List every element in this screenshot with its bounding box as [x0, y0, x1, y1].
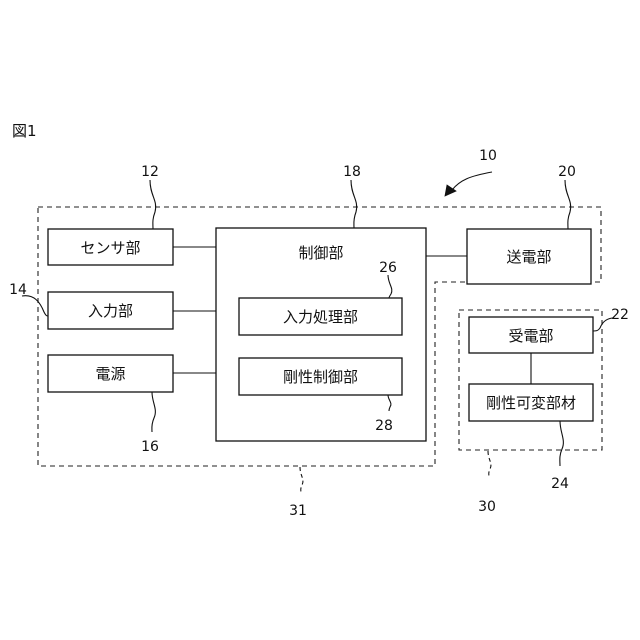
control-label: 制御部 — [298, 244, 343, 262]
figure-label: 図1 — [12, 122, 37, 140]
ref-transmitter: 20 — [558, 164, 576, 180]
input-label: 入力部 — [88, 302, 133, 320]
variable-stiffness-member-label: 剛性可変部材 — [486, 394, 576, 412]
ref-device: 10 — [479, 148, 497, 164]
ref-input: 14 — [9, 282, 27, 298]
ref-power: 16 — [141, 439, 159, 455]
stiffness-control-label: 剛性制御部 — [283, 368, 358, 386]
ref-receiver: 22 — [611, 307, 629, 323]
input-processing-label: 入力処理部 — [283, 308, 358, 326]
ref-sensor: 12 — [141, 164, 159, 180]
ref-stiffness-control: 28 — [375, 418, 393, 434]
receiver-label: 受電部 — [508, 327, 553, 345]
transmitter-label: 送電部 — [506, 248, 551, 266]
ref-input-processing: 26 — [379, 260, 397, 276]
power-label: 電源 — [95, 365, 125, 383]
ref-receiver-unit: 30 — [478, 499, 496, 515]
ref-control: 18 — [343, 164, 361, 180]
sensor-label: センサ部 — [80, 239, 140, 257]
ref-main-unit: 31 — [289, 503, 307, 519]
ref-variable-stiffness-member: 24 — [551, 476, 569, 492]
